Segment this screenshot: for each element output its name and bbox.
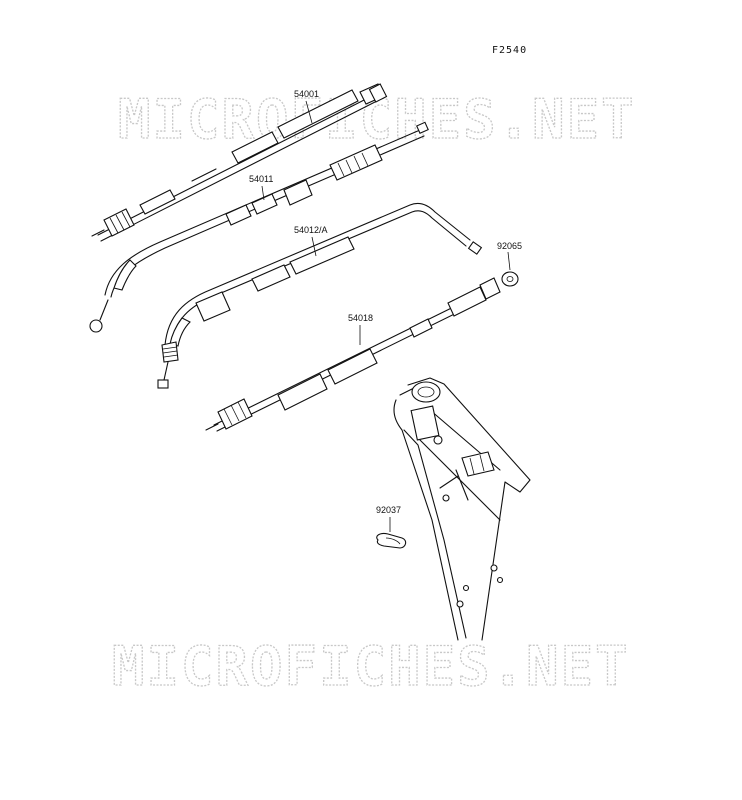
cable-54001[interactable]: [91, 83, 388, 242]
cable-54012-A[interactable]: [157, 202, 483, 389]
part-label-54011: 54011: [249, 174, 273, 184]
part-label-54001: 54001: [294, 89, 319, 99]
leader-lines: [261, 100, 511, 532]
frame-section: [393, 377, 531, 641]
cable-54018[interactable]: [205, 277, 501, 432]
part-label-54012-A: 54012/A: [294, 225, 328, 235]
figure-code: F2540: [492, 45, 527, 56]
watermark-bottom: MICROFICHES.NET: [112, 635, 630, 698]
part-label-92037: 92037: [376, 505, 401, 515]
cable-54011[interactable]: [89, 121, 429, 333]
washer-92065[interactable]: [501, 271, 519, 287]
clamp-92037[interactable]: [376, 532, 407, 549]
part-label-54018: 54018: [348, 313, 373, 323]
part-label-92065: 92065: [497, 241, 522, 251]
